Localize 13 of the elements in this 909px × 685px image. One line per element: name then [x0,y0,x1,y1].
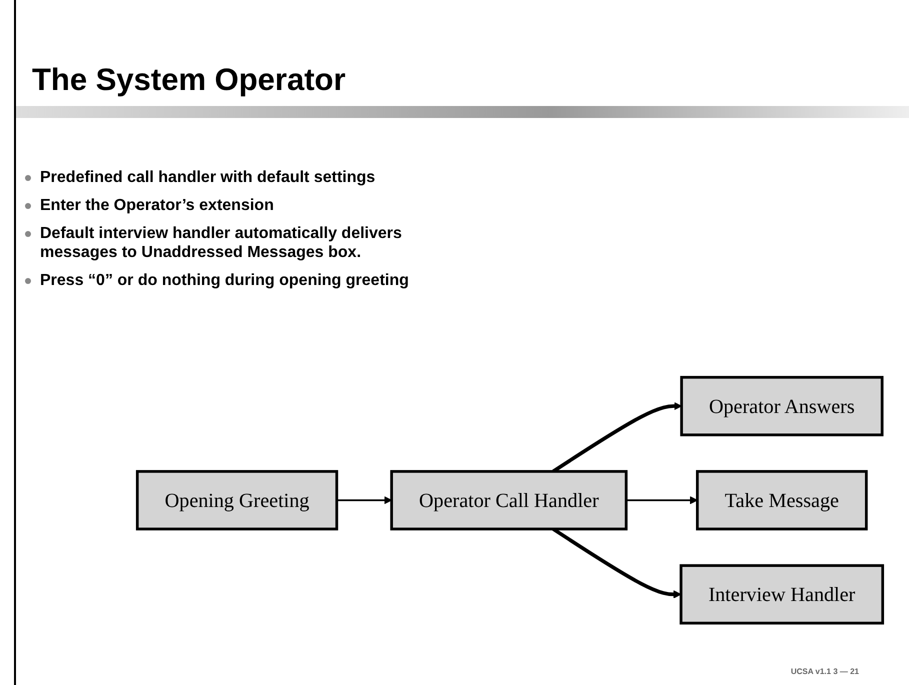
bullet-text: Enter the Operator’s extension [40,197,274,214]
slide-title: The System Operator [32,62,346,98]
node-box: Operator Answers [680,376,884,436]
bullet-text: Default interview handler automatically delivers messages to Unaddressed Messages box. [40,225,402,261]
node-box: Opening Greeting [136,470,338,530]
footer-text: UCSA v1.1 3 — 21 [790,667,859,676]
arrow [336,496,392,504]
node-box: Take Message [696,470,868,530]
bullet-text: Press “0” or do nothing during opening greeting [40,272,409,289]
bullet-text: Predefined call handler with default settings [40,169,376,186]
arrow [626,496,698,504]
node-box: Interview Handler [680,564,884,624]
node-box: Operator Call Handler [390,470,628,530]
